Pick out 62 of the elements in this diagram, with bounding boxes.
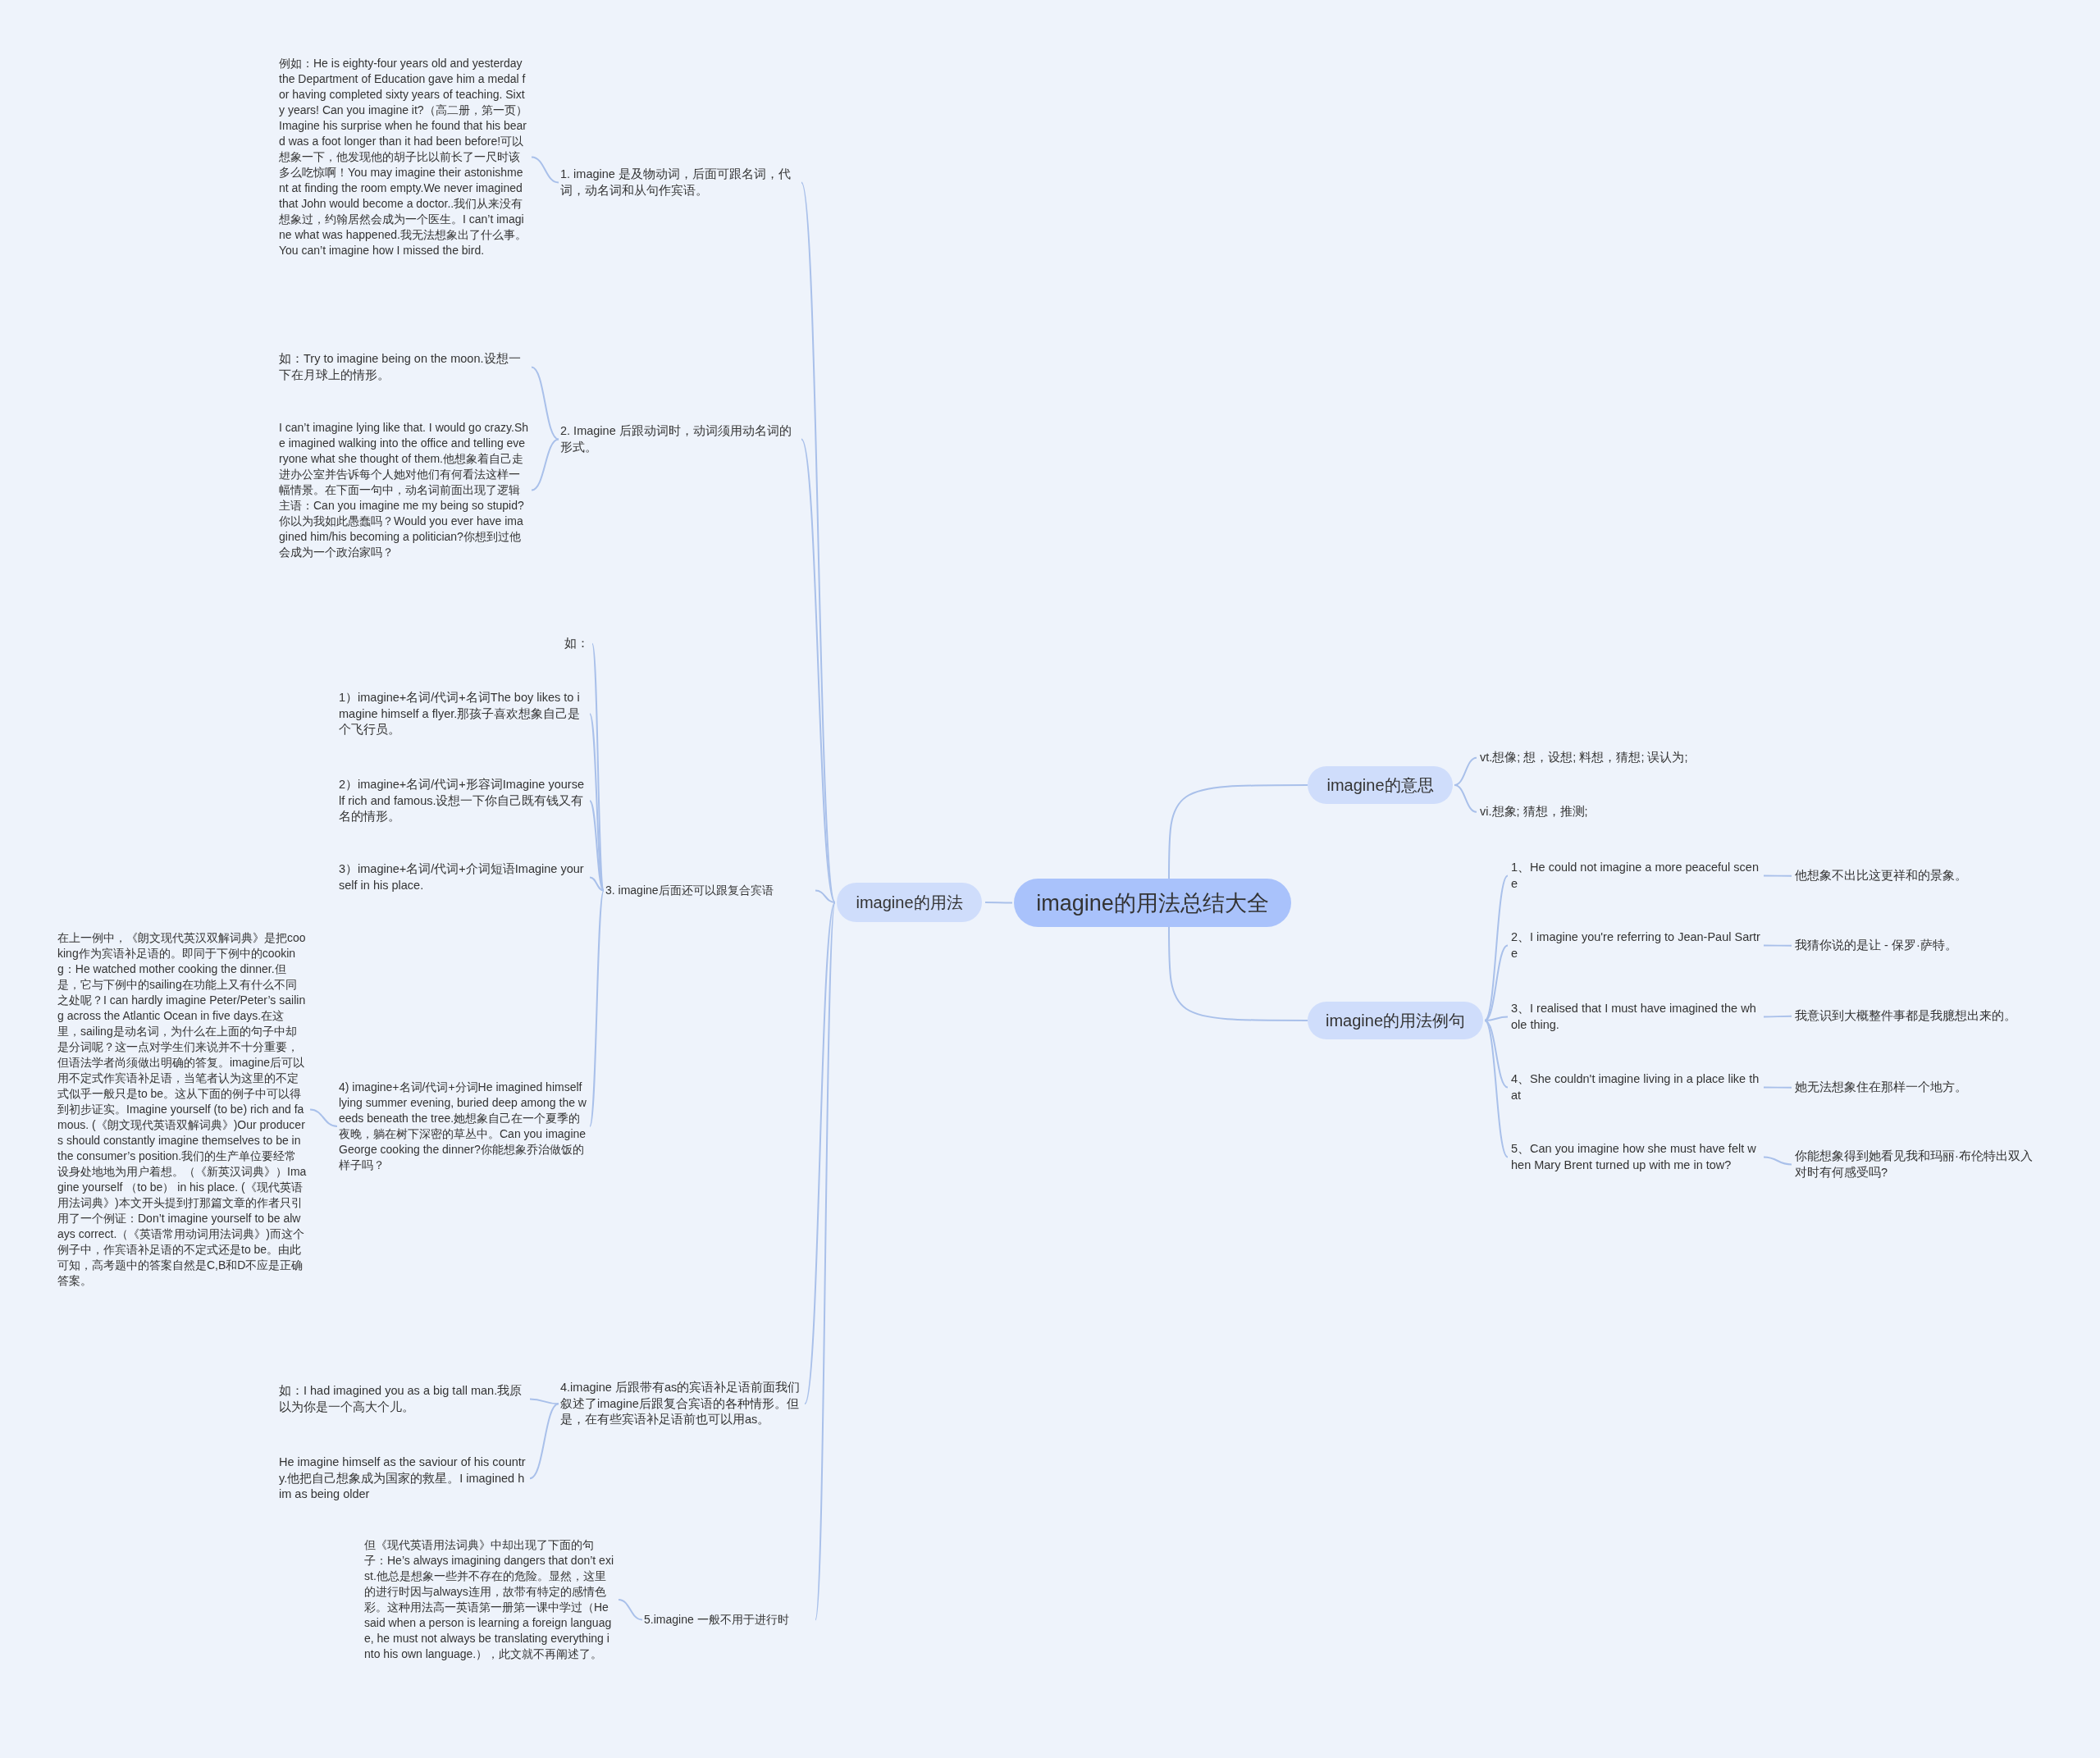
example-sentence: 1、He could not imagine a more peaceful scene: [1511, 860, 1762, 892]
note-text: 1）imagine+名词/代词+名词The boy likes to imagine himself a flyer.那孩子喜欢想象自己是个飞行员。: [339, 690, 587, 738]
connector-line: [815, 902, 836, 1621]
connector-line: [801, 438, 836, 903]
note-text: 4) imagine+名词/代词+分词He imagined himself lying summer evening, buried deep among the weeds beneath the tree.她想象自己在一个夏季的夜晚，躺在树下深密的草丛中。Can you imagine George cooking the dinner?你能想象乔治做饭的样子吗？: [339, 1080, 587, 1173]
topic-text: 1. imagine 是及物动词，后面可跟名词，代词，动名词和从句作宾语。: [560, 167, 798, 199]
topic-pill: imagine的用法例句: [1308, 1002, 1483, 1039]
connector-line: [1454, 756, 1477, 786]
connector-line: [618, 1599, 643, 1621]
topic-text: 2. Imagine 后跟动词时，动词须用动名词的形式。: [560, 423, 798, 455]
note-text: I can’t imagine lying like that. I would go crazy.She imagined walking into the office and telling everyone what she thought of them.他想象着自己走进办公室并告诉每个人她对他们有何看法这样一幅情景。在下面一句中，动名词前面出现了逻辑主语：Can you imagine me my being so stupid?你以为我如此愚蠢吗？Would you ever have imagined him/his becoming a politician?你想到过他会成为一个政治家吗？: [279, 420, 528, 560]
note-text: 但《现代英语用法词典》中却出现了下面的句子：He’s always imagining dangers that don’t exist.他总是想象一些并不存在的危险。显然，这里的进行时因与always连用，故带有特定的感情色彩。这种用法高一英语第一册第一课中学过（He said when a person is learning a foreign language, he must not always be translating everything into his own language.），此文就不再阐述了。: [364, 1537, 615, 1662]
connector-line: [1763, 1015, 1792, 1018]
connector-line: [1484, 944, 1509, 1021]
note-text: He imagine himself as the saviour of his country.他把自己想象成为国家的救星。I imagined him as being older: [279, 1454, 527, 1503]
translation-text: 她无法想象住在那样一个地方。: [1795, 1080, 2057, 1096]
connector-line: [531, 156, 559, 184]
connector-line: [1168, 784, 1308, 879]
translation-text: 他想象不出比这更祥和的景象。: [1795, 868, 2057, 884]
connector-line: [1454, 784, 1477, 813]
connector-line: [309, 1108, 338, 1127]
connector-line: [591, 642, 605, 892]
connector-line: [801, 181, 836, 903]
connector-line: [1168, 926, 1308, 1021]
topic-pill: imagine的用法: [837, 883, 982, 922]
connector-line: [815, 889, 836, 903]
connector-line: [589, 800, 605, 892]
topic-text: 4.imagine 后跟带有as的宾语补足语前面我们叙述了imagine后跟复合宾语的各种情形。但是，在有些宾语补足语前也可以用as。: [560, 1380, 801, 1428]
definition-text: vi.想象; 猜想，推测;: [1480, 804, 1726, 820]
connector-line: [984, 902, 1013, 904]
example-sentence: 3、I realised that I must have imagined the whole thing.: [1511, 1001, 1762, 1033]
translation-text: 你能想象得到她看见我和玛丽·布伦特出双入对时有何感受吗?: [1795, 1148, 2041, 1180]
note-text: 如：: [525, 636, 589, 652]
connector-line: [589, 876, 605, 892]
connector-line: [529, 1403, 559, 1480]
translation-text: 我猜你说的是让 - 保罗·萨特。: [1795, 938, 2057, 954]
connector-line: [531, 438, 559, 491]
connector-line: [1484, 1020, 1509, 1158]
topic-text: 5.imagine 一般不用于进行时: [644, 1612, 812, 1628]
connector-line: [804, 902, 836, 1405]
topic-text: 3. imagine后面还可以跟复合宾语: [605, 883, 812, 898]
translation-text: 我意识到大概整件事都是我臆想出来的。: [1795, 1008, 2074, 1025]
example-sentence: 5、Can you imagine how she must have felt when Mary Brent turned up with me in tow?: [1511, 1141, 1762, 1173]
note-text: 如：I had imagined you as a big tall man.我原以为你是一个高大个儿。: [279, 1383, 527, 1415]
connector-line: [589, 889, 605, 1127]
connector-line: [531, 366, 559, 441]
connector-line: [1484, 1020, 1509, 1089]
example-sentence: 4、She couldn't imagine living in a place like that: [1511, 1071, 1762, 1103]
topic-pill: imagine的意思: [1308, 766, 1453, 804]
note-text: 例如：He is eighty-four years old and yesterday the Department of Education gave him a medal for having completed sixty years of teaching. Sixty years! Can you imagine it?（高二册，第一页）Imagine his surprise when he found that his beard was a foot longer than it had been before!可以想象一下，他发现他的胡子比以前长了一尺时该多么吃惊啊！You may imagine their astonishment at finding the room empty.We never imagined that John would become a doctor..我们从来没有想象过，约翰居然会成为一个医生。I can’t imagine what was happened.我无法想象出了什么事。You can’t imagine how I missed the bird.: [279, 56, 528, 258]
connector-line: [1763, 874, 1792, 877]
connector-line: [1763, 1156, 1792, 1166]
connector-line: [1763, 944, 1792, 947]
note-text: 2）imagine+名词/代词+形容词Imagine yourself rich and famous.设想一下你自己既有钱又有名的情形。: [339, 777, 587, 825]
connector-line: [1763, 1086, 1792, 1089]
example-sentence: 2、I imagine you're referring to Jean-Paul Sartre: [1511, 929, 1762, 961]
definition-text: vt.想像; 想，设想; 料想，猜想; 误认为;: [1480, 750, 1824, 766]
note-text: 在上一例中，《朗文现代英汉双解词典》是把cooking作为宾语补足语的。即同于下例中的cooking：He watched mother cooking the dinner.但是，它与下例中的sailing在功能上又有什么不同之处呢？I can hardly imagine Peter/Peter’s sailing across the Atlantic Ocean in five days.在这里，sailing是动名词，为什么在上面的句子中却是分词呢？这一点对学生们来说并不十分重要，但语法学者尚须做出明确的答复。imagine后可以用不定式作宾语补足语，当笔者认为这里的不定式似乎一般只是to be。这从下面的例子中可以得到初步证实。Imagine yourself (to be) rich and famous. (《朗文现代英语双解词典》)Our producers should constantly imagine themselves to be in the consumer’s position.我们的生产单位要经常设身处地地为用户着想。（《新英汉词典》）Imagine yourself （to be） in his place. (《现代英语用法词典》)本文开头提到打那篇文章的作者只引用了一个例证：Don’t imagine yourself to be always correct.（《英语常用动词用法词典》)而这个例子中，作宾语补足语的不定式还是to be。由此可知，高考题中的答案自然是C,B和D不应是正确答案。: [57, 930, 307, 1289]
note-text: 3）imagine+名词/代词+介词短语Imagine yourself in his place.: [339, 861, 587, 893]
note-text: 如：Try to imagine being on the moon.设想一下在月球上的情形。: [279, 351, 528, 383]
connector-line: [529, 1398, 559, 1405]
central-topic: imagine的用法总结大全: [1014, 879, 1291, 927]
